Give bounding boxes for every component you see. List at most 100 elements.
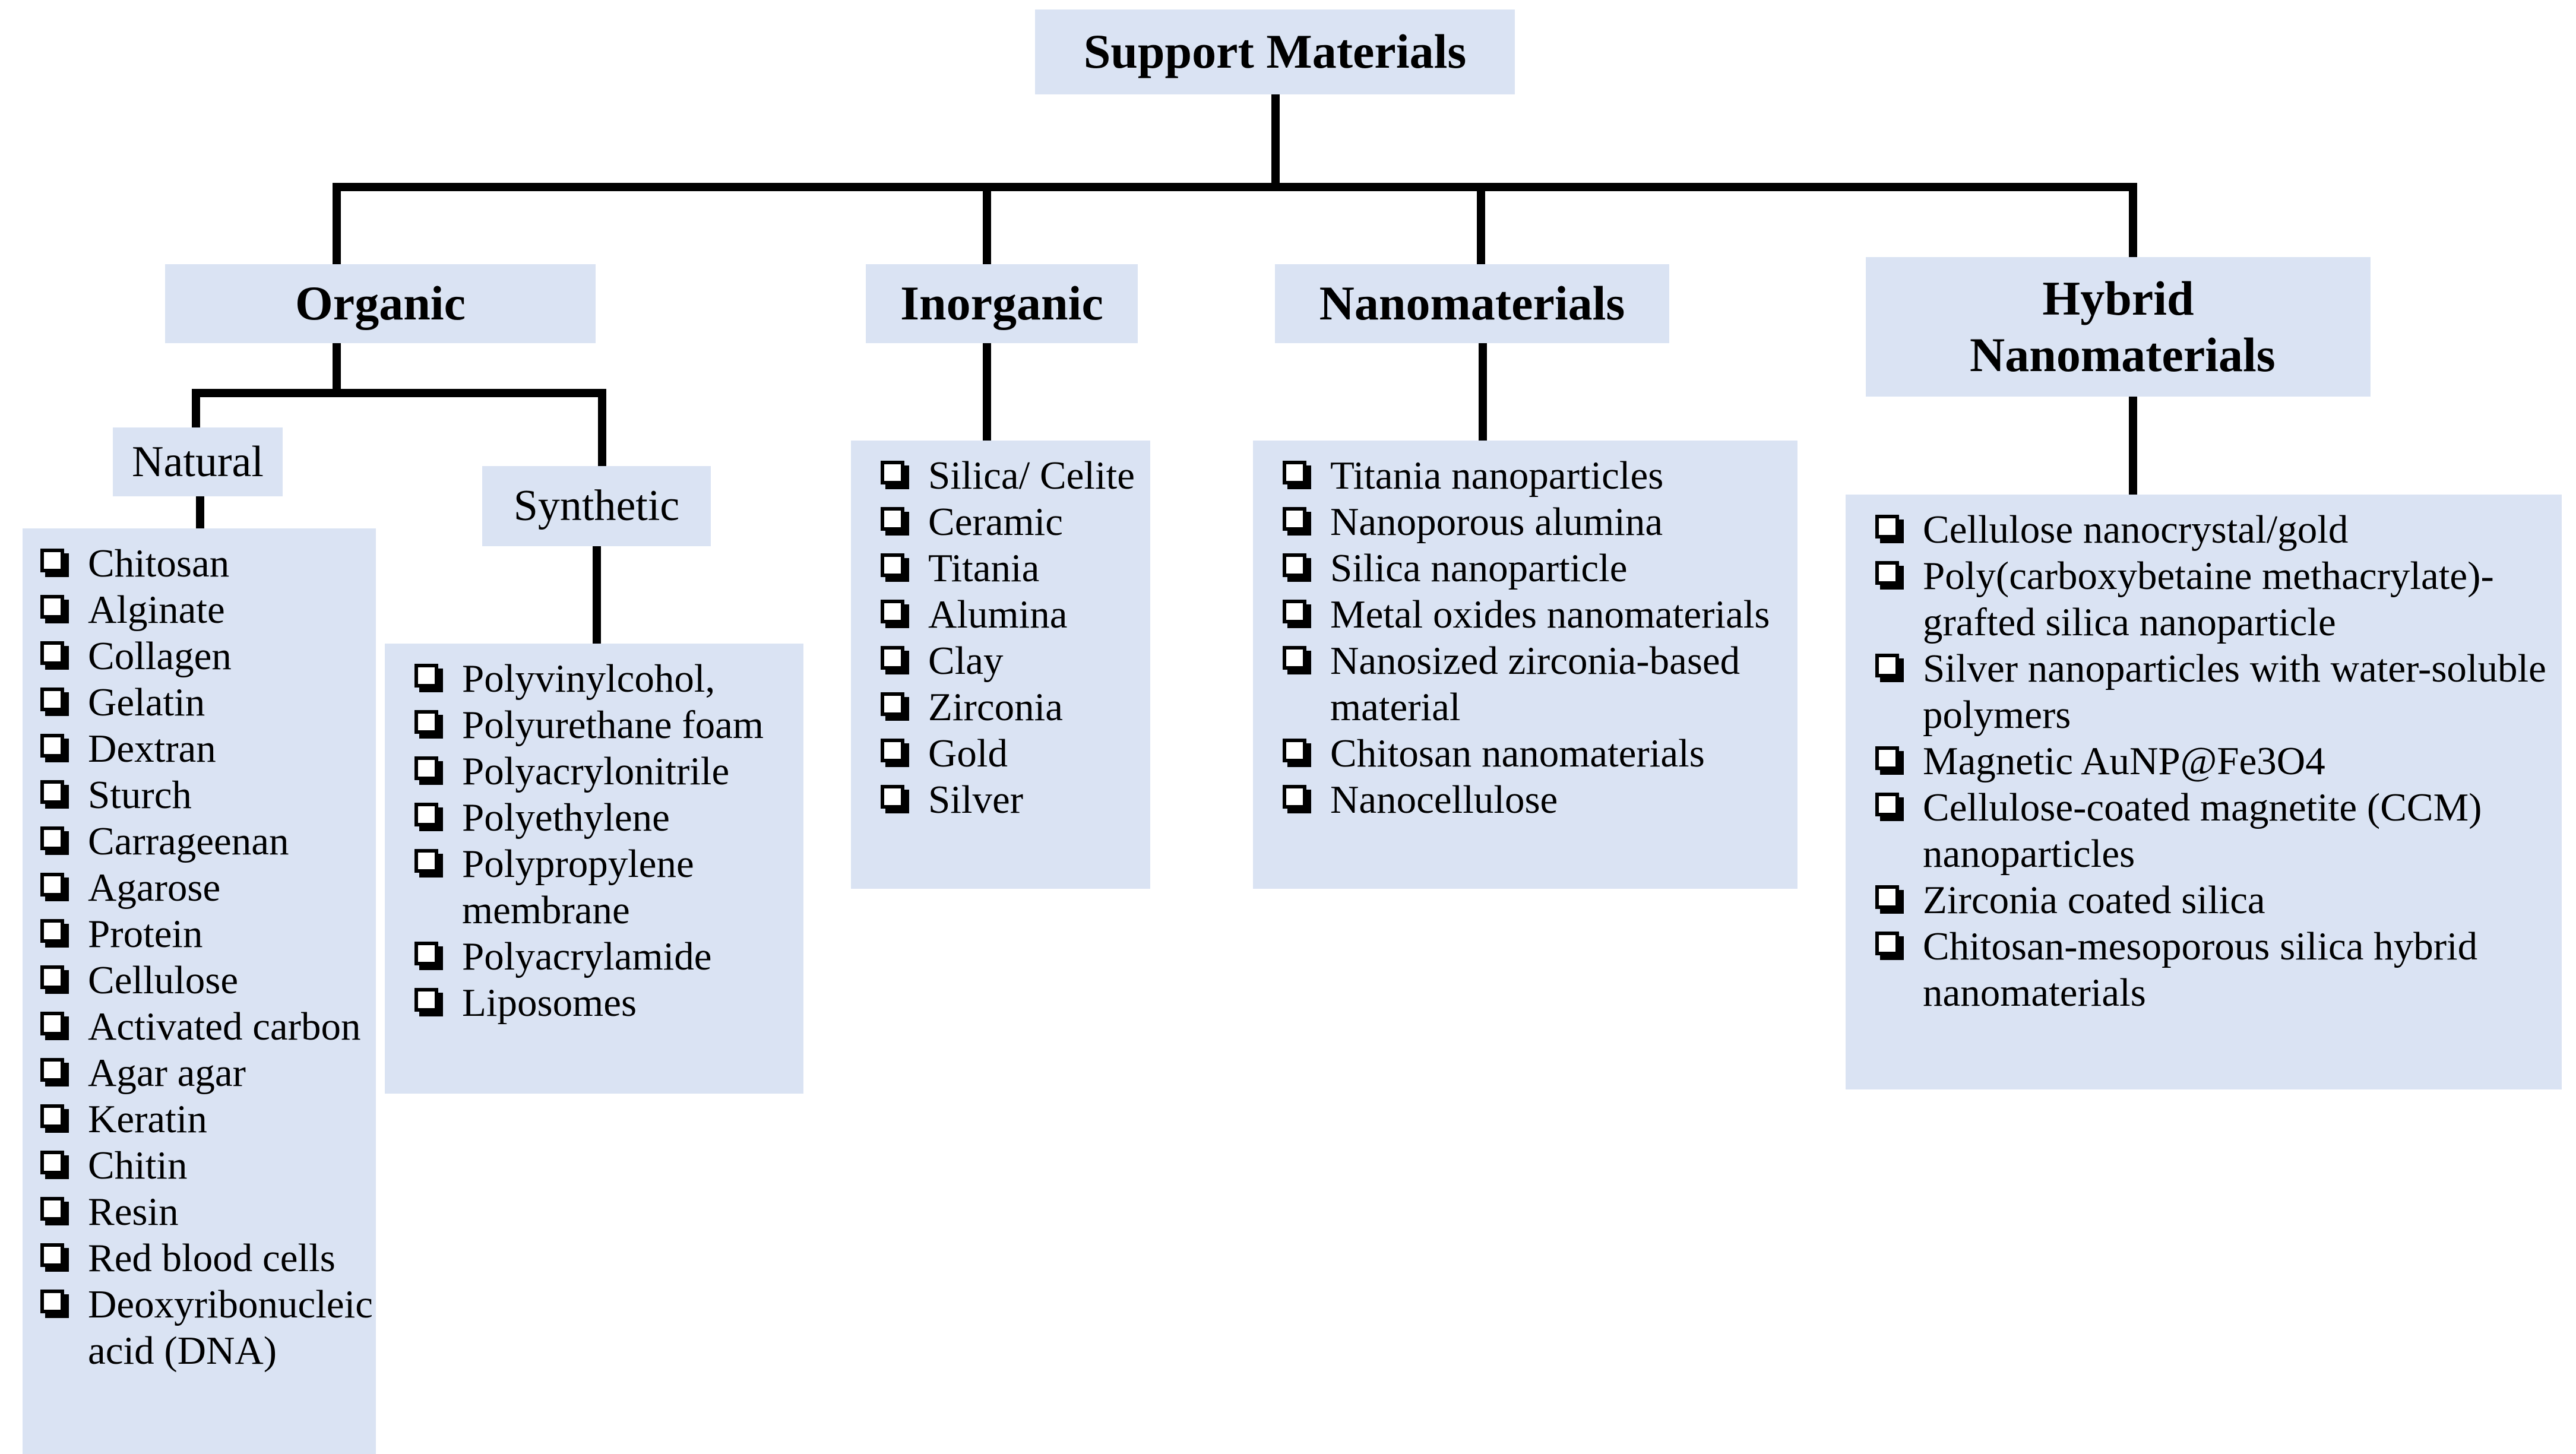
list-item: Nanocellulose <box>1265 777 1786 823</box>
list-item: Titania <box>863 545 1138 591</box>
list-item-label: Activated carbon <box>88 1005 361 1048</box>
list-item: Polyacrylonitrile <box>397 748 792 794</box>
checkbox-bullet-icon <box>40 1290 64 1313</box>
list-item: Polyethylene <box>397 794 792 841</box>
list-item: Agarose <box>23 864 364 911</box>
checkbox-bullet-icon <box>1875 746 1899 770</box>
list-item-label: Clay <box>928 639 1004 683</box>
list-item-label: Polyvinylcohol, <box>462 657 716 701</box>
category-label: Inorganic <box>900 276 1103 331</box>
list-item-label: Nanosized zirconia-based material <box>1330 639 1740 729</box>
checkbox-bullet-icon <box>414 756 438 780</box>
checkbox-bullet-icon <box>414 664 438 688</box>
checkbox-bullet-icon <box>1283 785 1306 809</box>
checkbox-bullet-icon <box>40 1012 64 1035</box>
subcategory-synthetic: Synthetic <box>482 466 711 546</box>
list-item-label: Resin <box>88 1190 179 1234</box>
list-item-label: Polyurethane foam <box>462 703 764 747</box>
list-item: Keratin <box>23 1096 364 1142</box>
list-item-label: Agarose <box>88 866 221 910</box>
list-item: Magnetic AuNP@Fe3O4 <box>1857 738 2550 784</box>
list-item-label: Deoxyribonucleic acid (DNA) <box>88 1282 373 1373</box>
checkbox-bullet-icon <box>1875 932 1899 955</box>
list-item-label: Silver nanoparticles with water-soluble … <box>1923 647 2546 737</box>
list-item: Carrageenan <box>23 818 364 864</box>
list-item-label: Red blood cells <box>88 1236 336 1280</box>
category-inorganic: Inorganic <box>866 264 1138 343</box>
checkbox-bullet-icon <box>40 641 64 665</box>
list-item-label: Protein <box>88 912 203 956</box>
list-item-label: Metal oxides nanomaterials <box>1330 593 1770 636</box>
checkbox-bullet-icon <box>40 826 64 850</box>
list-item: Silica nanoparticle <box>1265 545 1786 591</box>
checkbox-bullet-icon <box>40 549 64 572</box>
checkbox-bullet-icon <box>881 507 904 531</box>
list-item-label: Dextran <box>88 727 216 771</box>
list-item: Poly(carboxybetaine methacrylate)-grafte… <box>1857 553 2550 645</box>
list-item: Nanosized zirconia-based material <box>1265 638 1786 730</box>
list-item: Activated carbon <box>23 1003 364 1050</box>
list-item: Gold <box>863 730 1138 777</box>
checkbox-bullet-icon <box>1283 739 1306 762</box>
list-item-label: Alumina <box>928 593 1068 636</box>
list-item: Cellulose <box>23 957 364 1003</box>
list-item: Silica/ Celite <box>863 452 1138 499</box>
list-item: Ceramic <box>863 499 1138 545</box>
list-item-label: Keratin <box>88 1097 207 1141</box>
list-item: Deoxyribonucleic acid (DNA) <box>23 1281 373 1374</box>
checkbox-bullet-icon <box>414 942 438 965</box>
list-item: Chitosan-mesoporous silica hybrid nanoma… <box>1857 923 2550 1016</box>
list-item-label: Silver <box>928 778 1024 822</box>
category-label: Organic <box>295 276 466 331</box>
checkbox-bullet-icon <box>1875 515 1899 538</box>
list-item-label: Polypropylene membrane <box>462 842 694 932</box>
checkbox-bullet-icon <box>881 461 904 484</box>
list-item: Red blood cells <box>23 1235 364 1281</box>
checkbox-bullet-icon <box>881 646 904 670</box>
list-item: Clay <box>863 638 1138 684</box>
checkbox-bullet-icon <box>40 595 64 619</box>
subcategory-label: Synthetic <box>513 482 680 530</box>
list-item: Polyvinylcohol, <box>397 655 792 702</box>
checkbox-bullet-icon <box>1283 507 1306 531</box>
list-item: Metal oxides nanomaterials <box>1265 591 1786 638</box>
checkbox-bullet-icon <box>881 600 904 623</box>
list-item: Zirconia coated silica <box>1857 877 2550 923</box>
root-node: Support Materials <box>1035 9 1515 94</box>
list-item-label: Nanoporous alumina <box>1330 500 1663 544</box>
checkbox-bullet-icon <box>1875 793 1899 816</box>
list-item: Polyacrylamide <box>397 933 792 980</box>
root-label: Support Materials <box>1083 24 1467 79</box>
list-item: Dextran <box>23 726 364 772</box>
list-item: Protein <box>23 911 364 957</box>
list-item: Gelatin <box>23 679 364 726</box>
list-item-label: Nanocellulose <box>1330 778 1558 822</box>
list-item-label: Zirconia coated silica <box>1923 878 2265 922</box>
list-item-label: Cellulose-coated magnetite (CCM) nanopar… <box>1923 785 2482 876</box>
list-item: Silver <box>863 777 1138 823</box>
checkbox-bullet-icon <box>1875 561 1899 585</box>
checkbox-bullet-icon <box>40 1151 64 1174</box>
list-item-label: Chitin <box>88 1143 188 1187</box>
list-item: Chitin <box>23 1142 364 1189</box>
list-item: Sturch <box>23 772 364 818</box>
list-item-label: Cellulose nanocrystal/gold <box>1923 508 2349 552</box>
checkbox-bullet-icon <box>414 988 438 1012</box>
category-label: Hybrid Nanomaterials <box>1970 271 2276 382</box>
list-item: Collagen <box>23 633 364 679</box>
list-item: Polyurethane foam <box>397 702 792 748</box>
checkbox-bullet-icon <box>40 1104 64 1128</box>
checkbox-bullet-icon <box>1283 461 1306 484</box>
checkbox-bullet-icon <box>1283 600 1306 623</box>
list-item: Polypropylene membrane <box>397 841 792 933</box>
list-item: Cellulose nanocrystal/gold <box>1857 506 2550 553</box>
checkbox-bullet-icon <box>40 919 64 943</box>
checkbox-bullet-icon <box>40 873 64 897</box>
